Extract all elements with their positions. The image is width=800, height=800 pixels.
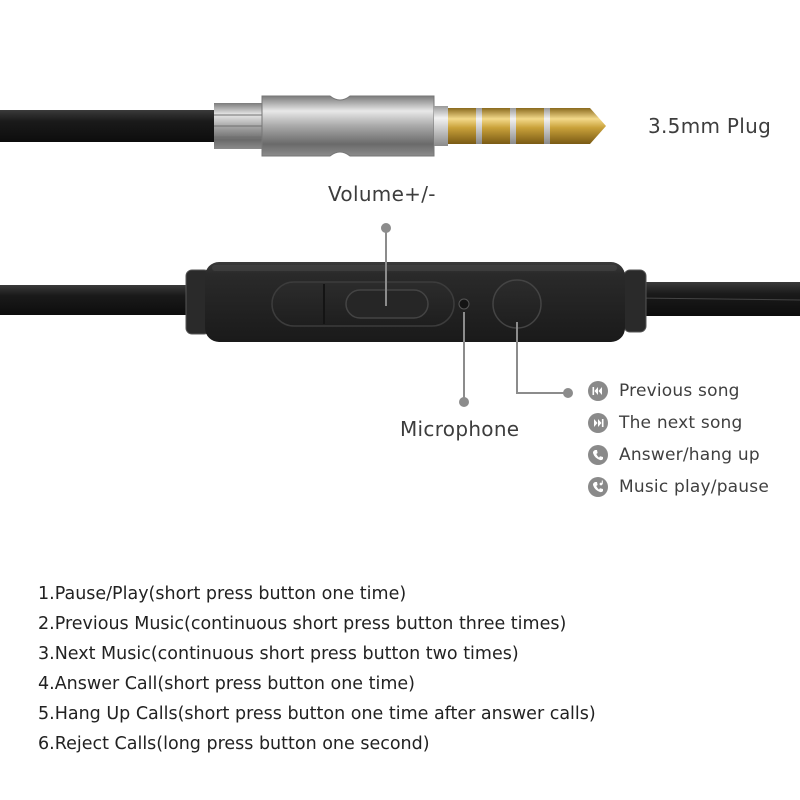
instruction-item: 4.Answer Call(short press button one tim… xyxy=(38,674,416,694)
instruction-item: 6.Reject Calls(long press button one sec… xyxy=(38,734,430,754)
plug-label: 3.5mm Plug xyxy=(648,114,772,138)
microphone-label: Microphone xyxy=(400,417,520,441)
legend-text: Music play/pause xyxy=(619,477,769,497)
earphone-diagram xyxy=(0,95,800,407)
legend-item-next: The next song xyxy=(588,411,743,435)
lower-cable-left xyxy=(0,285,196,315)
microphone-callout-dot xyxy=(459,397,469,407)
legend-item-previous: Previous song xyxy=(588,379,740,403)
instruction-item: 5.Hang Up Calls(short press button one t… xyxy=(38,704,596,724)
instruction-item: 2.Previous Music(continuous short press … xyxy=(38,614,567,634)
legend-text: Answer/hang up xyxy=(619,445,760,465)
inline-remote xyxy=(185,262,647,342)
multifunction-button[interactable] xyxy=(492,279,542,329)
legend-text: The next song xyxy=(619,413,743,433)
instruction-item: 3.Next Music(continuous short press butt… xyxy=(38,644,519,664)
next-track-icon xyxy=(588,413,608,433)
microphone-hole xyxy=(458,298,470,310)
phone-icon xyxy=(588,445,608,465)
legend-item-answer: Answer/hang up xyxy=(588,443,760,467)
upper-cable xyxy=(0,110,222,142)
plug-gold-sleeve xyxy=(448,108,476,144)
volume-callout-dot xyxy=(381,223,391,233)
music-note-icon xyxy=(588,477,608,497)
legend-item-music: Music play/pause xyxy=(588,475,769,499)
legend-text: Previous song xyxy=(619,381,740,401)
plug-tip xyxy=(572,108,606,144)
usage-instructions: 1.Pause/Play(short press button one time… xyxy=(38,579,596,759)
plug-housing xyxy=(261,95,435,157)
headphone-plug xyxy=(0,95,606,157)
previous-track-icon xyxy=(588,381,608,401)
volume-label: Volume+/- xyxy=(328,182,436,206)
callouts xyxy=(385,228,568,400)
instruction-item: 1.Pause/Play(short press button one time… xyxy=(38,584,407,604)
button-callout-dot xyxy=(563,388,573,398)
button-callout-line xyxy=(516,322,568,394)
